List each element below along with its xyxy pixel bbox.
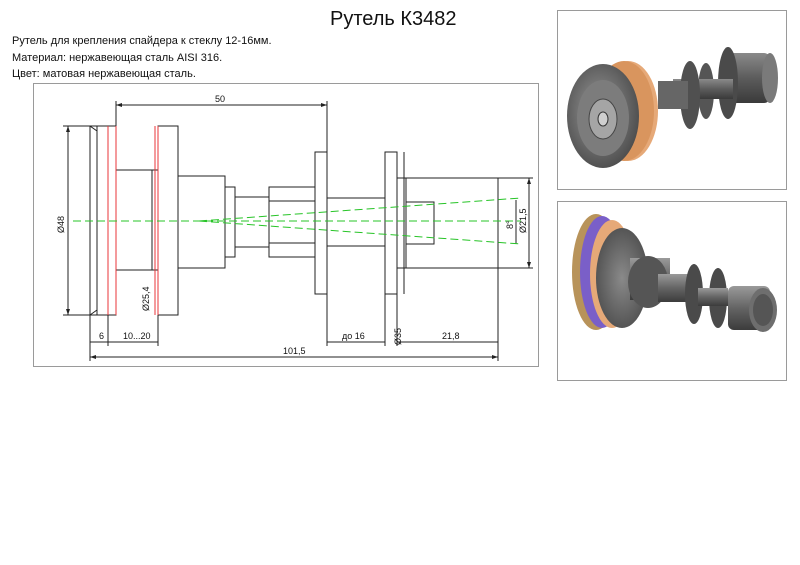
description-line-2: Материал: нержавеющая сталь AISI 316. [12, 52, 223, 64]
dim-50: 50 [215, 94, 225, 104]
render-image-2 [572, 214, 777, 332]
render-panel-1 [557, 10, 787, 190]
render-image-1 [567, 47, 778, 168]
description-line-3: Цвет: матовая нержавеющая сталь. [12, 68, 196, 80]
dim-101-5: 101,5 [283, 346, 306, 356]
dim-10-20: 10...20 [123, 331, 151, 341]
dim-d21-5: Ø21,5 [518, 208, 528, 233]
technical-drawing-panel: 50 6 10...20 до 16 21,8 101,5 Ø48 Ø25,4 … [33, 83, 539, 367]
dim-21-8: 21,8 [442, 331, 460, 341]
dim-6: 6 [99, 331, 104, 341]
page-title: Рутель К3482 [330, 8, 457, 30]
dim-do-16: до 16 [342, 331, 365, 341]
dim-angle: 8° [505, 220, 515, 229]
description-line-1: Рутель для крепления спайдера к стеклу 1… [12, 35, 272, 47]
render-panel-2 [557, 201, 787, 381]
technical-drawing: 50 6 10...20 до 16 21,8 101,5 Ø48 Ø25,4 … [56, 94, 533, 361]
dim-d35: Ø35 [393, 328, 403, 345]
dim-d48: Ø48 [56, 216, 66, 233]
dim-d25-4: Ø25,4 [141, 286, 151, 311]
